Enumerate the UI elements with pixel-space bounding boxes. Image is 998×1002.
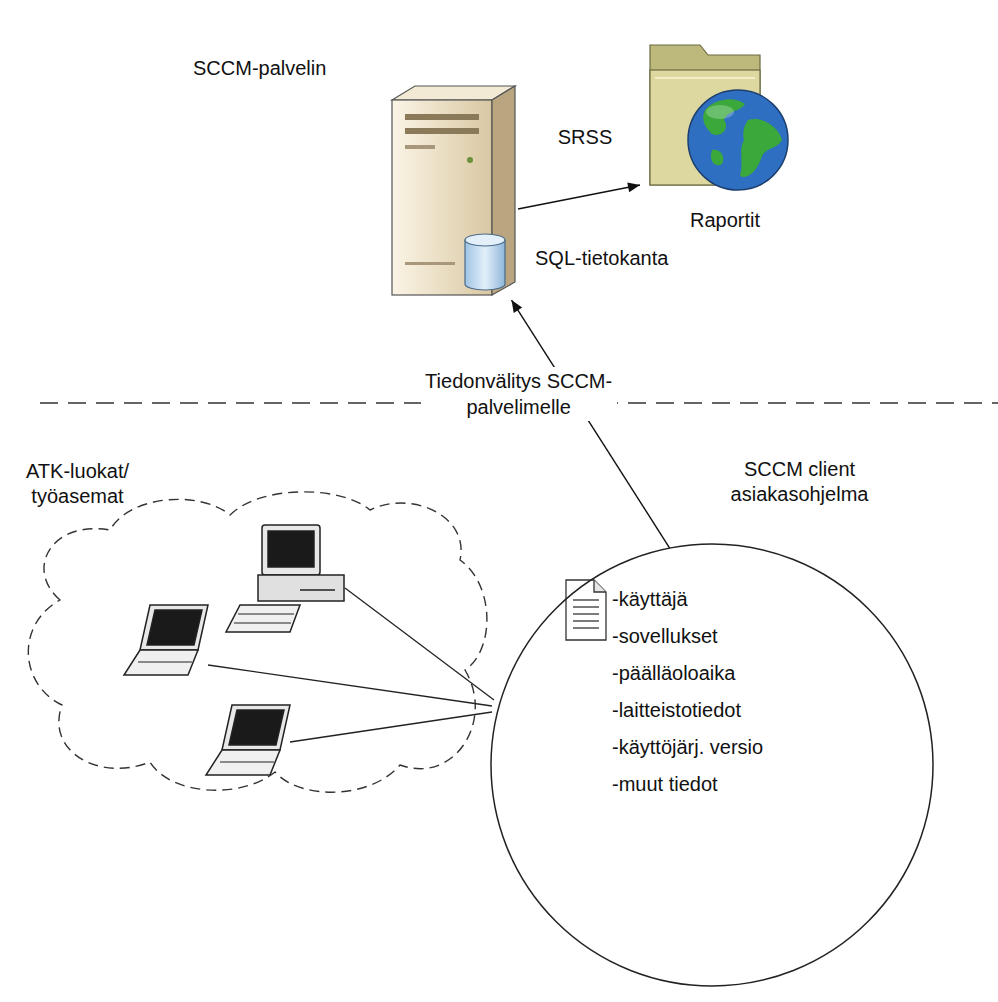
list-item: -muut tiedot (612, 772, 718, 797)
list-item: -laitteistotiedot (612, 698, 741, 723)
circle-path (491, 544, 933, 986)
database-name: SQL-tietokanta (535, 246, 668, 271)
client-circle: SCCM client asiakasohjelma-käyttäjä-sove… (490, 543, 934, 987)
srss-arrow (518, 182, 640, 209)
cloud-path (28, 492, 487, 792)
data-transfer-arrow (512, 300, 670, 548)
desktop-computer-icon (226, 525, 344, 632)
connector-line (518, 185, 640, 209)
list-item: -sovellukset (612, 624, 718, 649)
reports-node: Raportit (640, 30, 800, 235)
connector-line (512, 300, 670, 548)
list-item: -käyttäjä (612, 587, 688, 612)
client-heading: SCCM client asiakasohjelma (712, 457, 887, 507)
cloud-heading: ATK-luokat/ työasemat (15, 459, 140, 509)
edge-label: Tiedonvälitys SCCM-palvelimelle (421, 367, 617, 421)
server-icon (392, 86, 515, 295)
laptop-icon (124, 605, 208, 675)
server-name: SCCM-palvelin (193, 56, 326, 81)
reports-folder-icon (650, 45, 788, 190)
arrow-head (627, 182, 640, 192)
laptop-icon (206, 705, 290, 775)
workstation-link-line (208, 588, 494, 742)
circle-outline (490, 543, 934, 987)
workstation-cloud: ATK-luokat/ työasemat (15, 455, 500, 800)
list-item: -päälläoloaika (612, 661, 735, 686)
document-icon (566, 580, 606, 640)
server-node: SCCM-palvelinSQL-tietokanta (388, 86, 518, 298)
reports-name: Raportit (640, 208, 810, 233)
edge-label: SRSS (555, 123, 615, 151)
database-cylinder (465, 234, 505, 290)
list-item: -käyttöjärj. versio (612, 735, 763, 760)
arrow-head (512, 300, 523, 313)
